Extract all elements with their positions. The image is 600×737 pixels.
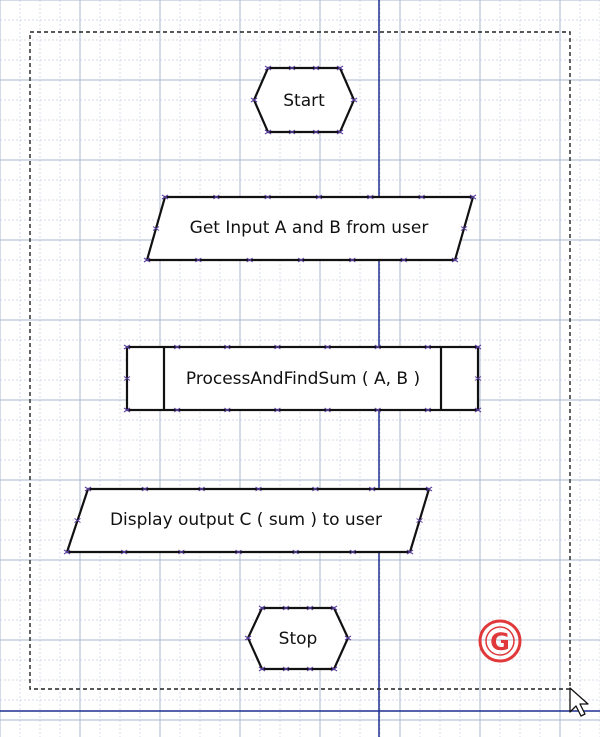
stop-label: Stop [279,629,318,649]
connection-points [63,65,482,672]
start-terminator[interactable]: Start [252,66,356,134]
resize-cursor-icon [569,687,589,717]
svg-text:G: G [490,628,510,656]
selection-rectangle [29,31,571,690]
stop-terminator[interactable]: Stop [246,606,350,671]
process-label: ProcessAndFindSum ( A, B ) [186,369,420,389]
predefined-process-box[interactable]: ProcessAndFindSum ( A, B ) [125,345,480,412]
output-parallelogram[interactable]: Display output C ( sum ) to user [65,487,431,554]
start-label: Start [283,91,325,111]
red-g-logo-icon: G [478,619,522,663]
output-label: Display output C ( sum ) to user [110,510,382,530]
input-label: Get Input A and B from user [190,218,429,238]
input-parallelogram[interactable]: Get Input A and B from user [145,195,475,262]
